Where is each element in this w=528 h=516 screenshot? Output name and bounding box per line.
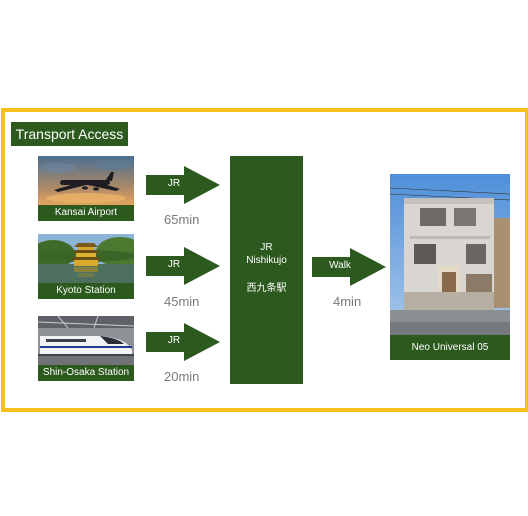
station-name: Nishikujo bbox=[246, 255, 287, 266]
building-photo-icon bbox=[390, 174, 510, 335]
jr-arrow: JR bbox=[146, 323, 220, 361]
line-label: JR bbox=[167, 335, 181, 346]
duration-text: 65min bbox=[164, 212, 200, 227]
walk-duration-text: 4min bbox=[333, 294, 362, 309]
airplane-photo-icon bbox=[38, 156, 134, 205]
origin-label: Kansai Airport bbox=[38, 205, 134, 221]
bullet-train-photo-icon bbox=[38, 316, 134, 365]
diagram-title: Transport Access bbox=[11, 122, 128, 146]
jr-arrow: JR bbox=[146, 166, 220, 204]
walk-label: Walk bbox=[329, 260, 351, 271]
line-label: JR bbox=[167, 178, 181, 189]
origin-label: Kyoto Station bbox=[38, 283, 134, 299]
duration-text: 45min bbox=[164, 294, 200, 309]
station-box-nishikujo: JR Nishikujo 西九条駅 bbox=[230, 156, 303, 384]
origin-label: Shin-Osaka Station bbox=[38, 365, 134, 381]
duration-text: 20min bbox=[164, 369, 200, 384]
station-line: JR bbox=[260, 242, 273, 253]
station-name-jp: 西九条駅 bbox=[246, 283, 287, 294]
line-label: JR bbox=[167, 259, 181, 270]
golden-pavilion-photo-icon bbox=[38, 234, 134, 283]
walk-arrow: Walk bbox=[312, 248, 386, 286]
destination-label: Neo Universal 05 bbox=[390, 335, 510, 360]
jr-arrow: JR bbox=[146, 247, 220, 285]
